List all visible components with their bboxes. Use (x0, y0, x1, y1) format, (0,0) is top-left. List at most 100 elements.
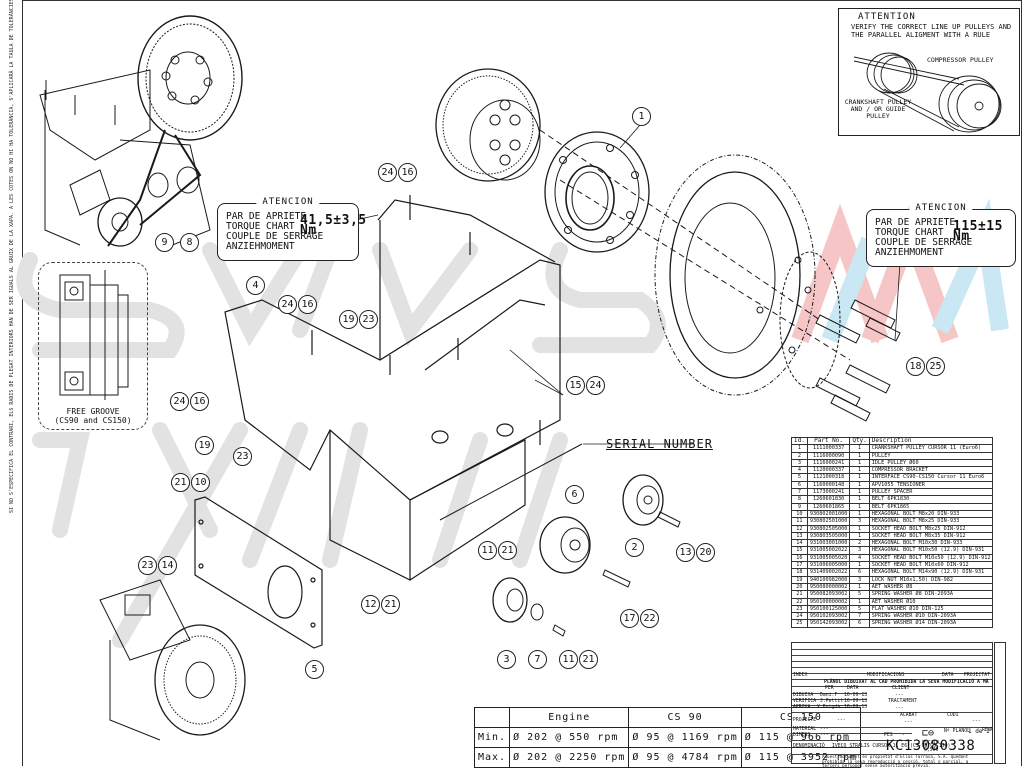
part-qty: 6 (849, 568, 870, 577)
part-description: SOCKET HEAD BOLT M10x50 (12.9) DIN-912 (868, 553, 994, 563)
part-number: 950102093002 (806, 612, 851, 621)
torque-callout-flywheel: ATENCION PAR DE APRIETE TORQUE CHART COU… (866, 203, 1016, 267)
torque-line: TORQUE CHART (875, 227, 944, 238)
role-label: VERIFICA (793, 699, 817, 704)
speed-cell: Ø 95 @ 1169 rpm (628, 727, 742, 748)
interface-plate-drawing (194, 496, 323, 649)
pulley-alignment-illustration (853, 52, 1002, 133)
part-qty: 5 (849, 604, 870, 614)
part-qty: 1 (849, 561, 870, 570)
part-description: HEXAGONAL BOLT M14x90 (12.9) DIN-931 (868, 568, 994, 577)
free-groove-label-line1: FREE GROOVE (66, 407, 120, 416)
part-description: INTERFACE CS90-CS150 Cursor 11 Euro6 (868, 473, 994, 482)
torque-callout-title: ATENCION (256, 197, 320, 207)
part-id: 5 (791, 473, 808, 482)
part-description: BELT 6PK1830 (868, 495, 994, 504)
part-qty: 3 (849, 517, 870, 526)
callout-balloon: 22 (640, 609, 659, 628)
callout-balloon: 6 (565, 485, 584, 504)
part-qty: 6 (849, 619, 870, 628)
part-description: SPRING WASHER Ø8 DIN-2093A (868, 590, 994, 599)
callout-balloon: 20 (696, 543, 715, 562)
part-number: 950082093002 (806, 590, 851, 599)
part-qty: 3 (849, 575, 870, 584)
revision-strip (994, 642, 1006, 764)
compressor-bracket-drawing (224, 195, 561, 581)
attention-title: ATTENTION (855, 12, 919, 22)
dimensions-value: --- (820, 733, 829, 738)
part-id: 15 (791, 546, 808, 555)
projection-symbol-icon: ⊏⊖ (922, 728, 935, 739)
part-number: 1160000148 (806, 480, 851, 490)
torque-callout-title: ATENCION (909, 203, 973, 213)
weight-label: PES (884, 733, 893, 738)
mod-project-header: PROJECTAT (964, 673, 990, 678)
part-id: 24 (791, 612, 808, 621)
free-groove-detail-drawing (59, 270, 129, 400)
callout-balloon: 16 (190, 392, 209, 411)
cad-warning: PLÀNOL DIBUIXAT AL CAD PROHIBIDA LA SEVA… (824, 680, 989, 685)
part-qty: 1 (849, 502, 870, 511)
part-qty: 1 (849, 597, 870, 606)
project-label: PROJECTE (793, 718, 817, 723)
callout-balloon: 3 (497, 650, 516, 669)
callout-balloon: 16 (298, 295, 317, 314)
part-qty: 1 (849, 444, 870, 453)
compressor-drawing (99, 579, 246, 741)
pulley-speed-table: Engine CS 90 CS 150 Min. Ø 202 @ 550 rpm… (473, 707, 862, 768)
part-qty: 7 (849, 612, 870, 621)
callout-balloon: 25 (926, 357, 945, 376)
part-id: 6 (791, 480, 808, 490)
part-description: PULLEY (868, 451, 994, 460)
code-label: CODI (947, 713, 959, 718)
callout-balloon: 4 (246, 276, 265, 295)
role-date: 16-09-13 (844, 705, 868, 710)
torque-value: 115±15 Nm (953, 219, 1003, 244)
part-qty: 1 (849, 488, 870, 497)
role-per: X.Puigdà (817, 705, 841, 710)
parts-header-id: Id. (791, 436, 808, 446)
part-id: 21 (791, 590, 808, 599)
parts-header-row: Id. Part No. Qty. Description (791, 436, 994, 446)
role-per: Dani.F (820, 693, 838, 698)
torque-line: ANZIEHMOMENT (875, 247, 944, 258)
crankshaft-pulley-label: CRANKSHAFT PULLEY AND / OR GUIDE PULLEY (844, 98, 912, 120)
part-description: HEXAGONAL BOLT M8x20 DIN-933 (868, 509, 994, 519)
mod-date-header: DATA (942, 673, 954, 678)
part-description: HEXAGONAL BOLT M8x25 DIN-933 (868, 517, 994, 526)
part-number: 931003001000 (806, 539, 851, 548)
finish-value: --- (904, 720, 913, 725)
speed-header-empty (473, 707, 511, 728)
role-per: J.Pettit (820, 699, 844, 704)
part-description: SPRING WASHER Ø14 DIN-2093A (868, 619, 994, 628)
callout-balloon: 10 (191, 473, 210, 492)
title-block: INDEX MODIFICACIONS DATA PROJECTAT PLÀNO… (791, 642, 994, 768)
callout-balloon: 16 (398, 163, 417, 182)
part-id: 3 (791, 458, 808, 468)
part-number: 1121000318 (806, 473, 851, 482)
treatment-value: --- (895, 706, 904, 711)
callout-balloon: 21 (579, 650, 598, 669)
drawing-number: KC13080338 (886, 738, 976, 754)
part-number: 930803505000 (806, 531, 851, 541)
callout-balloon: 21 (498, 541, 517, 560)
finish-label: ACABAT (900, 713, 918, 718)
torque-line: PAR DE APRIETE (226, 211, 307, 222)
callout-balloon: 24 (586, 376, 605, 395)
scale-label: ESCALA (922, 741, 940, 746)
callout-balloon: 7 (528, 650, 547, 669)
data-label: DATA (847, 686, 859, 691)
